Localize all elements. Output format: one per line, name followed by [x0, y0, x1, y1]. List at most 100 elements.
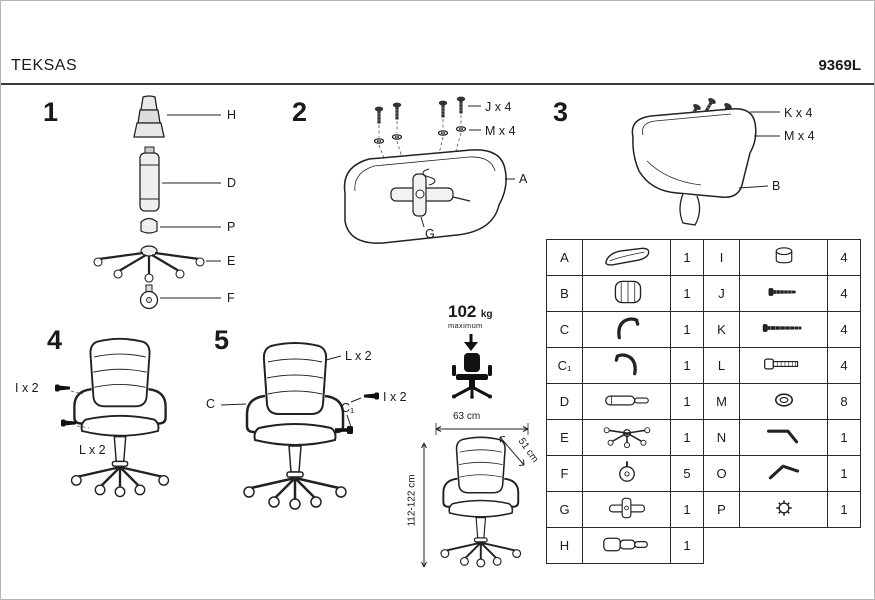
model-number: 9369L [818, 57, 861, 74]
parts-table-row: C₁ 1 L 4 [546, 347, 861, 384]
mechanism-icon [582, 491, 671, 528]
parts-table-row: F 5 O 1 [546, 455, 861, 492]
part-quantity: 1 [670, 419, 704, 456]
part-quantity: 1 [670, 275, 704, 312]
part-quantity: 1 [670, 527, 704, 564]
header-divider [1, 83, 874, 85]
weight-value: 102 [448, 302, 477, 321]
allen-key-icon [739, 419, 828, 456]
dimensions-drawing [421, 423, 529, 568]
part-quantity: 4 [827, 239, 861, 276]
bolt-icon [739, 347, 828, 384]
seat-assembly-drawing [343, 96, 515, 244]
empty-cell [739, 527, 828, 564]
label-screws-i4: I x 2 [15, 381, 39, 395]
step-4-number: 4 [47, 325, 63, 355]
label-bolts-l5: L x 2 [345, 349, 372, 363]
label-part-p: P [227, 220, 236, 234]
chair-pictogram-icon [452, 353, 492, 399]
label-part-a: A [519, 172, 528, 186]
part-quantity: 8 [827, 383, 861, 420]
long-screw-icon [739, 311, 828, 348]
part-letter: C [546, 311, 583, 348]
label-part-b: B [772, 179, 781, 193]
part-letter: O [703, 455, 740, 492]
part-quantity: 1 [827, 491, 861, 528]
step-3-number: 3 [553, 97, 569, 127]
seat-icon [582, 239, 671, 276]
part-quantity: 4 [827, 311, 861, 348]
screw-icon [739, 275, 828, 312]
part-quantity: 1 [670, 491, 704, 528]
parts-table-row: B 1 J 4 [546, 275, 861, 312]
part-quantity: 1 [670, 311, 704, 348]
part-quantity: 4 [827, 275, 861, 312]
label-part-h: H [227, 108, 237, 122]
height-dimension-label: 112-122 cm [406, 474, 418, 527]
parts-table-row: H 1 [546, 527, 861, 564]
backrest-assembly-drawing [631, 96, 780, 226]
step-1-number: 1 [43, 97, 59, 127]
empty-cell [827, 527, 861, 564]
label-screws-i5: I x 2 [383, 390, 407, 404]
backrest-icon [582, 275, 671, 312]
label-part-c: C [206, 397, 216, 411]
allen-key-icon [739, 455, 828, 492]
caster-icon [582, 455, 671, 492]
part-letter: N [703, 419, 740, 456]
part-quantity: 1 [670, 239, 704, 276]
knob-icon [739, 491, 828, 528]
width-dimension-label: 63 cm [453, 411, 481, 422]
part-letter: P [703, 491, 740, 528]
parts-table-row: A 1 I 4 [546, 239, 861, 276]
part-letter: I [703, 239, 740, 276]
part-letter: C₁ [546, 347, 583, 384]
parts-table-row: D 1 M 8 [546, 383, 861, 420]
parts-table-row: E 1 N 1 [546, 419, 861, 456]
base-icon [582, 419, 671, 456]
part-letter: F [546, 455, 583, 492]
part-letter: G [546, 491, 583, 528]
armrest-mirrored-icon [582, 347, 671, 384]
gas-lift-icon [582, 383, 671, 420]
parts-table-row: G 1 P 1 [546, 491, 861, 528]
part-letter: J [703, 275, 740, 312]
down-arrow-icon [464, 334, 478, 351]
empty-cell [703, 527, 740, 564]
label-part-c1: C₁ [341, 401, 355, 415]
part-letter: H [546, 527, 583, 564]
cap-icon [739, 239, 828, 276]
part-quantity: 5 [670, 455, 704, 492]
armrest-icon [582, 311, 671, 348]
part-letter: L [703, 347, 740, 384]
product-name: TEKSAS [11, 57, 78, 74]
part-letter: K [703, 311, 740, 348]
chair-drawing-step4 [55, 337, 170, 498]
part-letter: A [546, 239, 583, 276]
label-screws-k: K x 4 [784, 106, 813, 120]
step-2-number: 2 [292, 97, 308, 127]
part-quantity: 1 [827, 455, 861, 492]
part-letter: D [546, 383, 583, 420]
label-part-g: G [425, 227, 435, 241]
part-letter: E [546, 419, 583, 456]
chair-drawing-step5 [220, 341, 379, 511]
label-washers-m: M x 4 [485, 124, 516, 138]
part-quantity: 1 [670, 347, 704, 384]
label-part-d: D [227, 176, 237, 190]
step-5-number: 5 [214, 325, 230, 355]
telescopic-cover-icon [582, 527, 671, 564]
weight-unit: kg [480, 309, 493, 320]
part-quantity: 4 [827, 347, 861, 384]
washer-icon [739, 383, 828, 420]
part-quantity: 1 [827, 419, 861, 456]
part-quantity: 1 [670, 383, 704, 420]
part-letter: B [546, 275, 583, 312]
parts-table-row: C 1 K 4 [546, 311, 861, 348]
label-part-f: F [227, 291, 235, 305]
weight-note: maximum [448, 320, 483, 330]
label-bolts-l4: L x 2 [79, 443, 106, 457]
part-letter: M [703, 383, 740, 420]
label-washers-m2: M x 4 [784, 129, 815, 143]
